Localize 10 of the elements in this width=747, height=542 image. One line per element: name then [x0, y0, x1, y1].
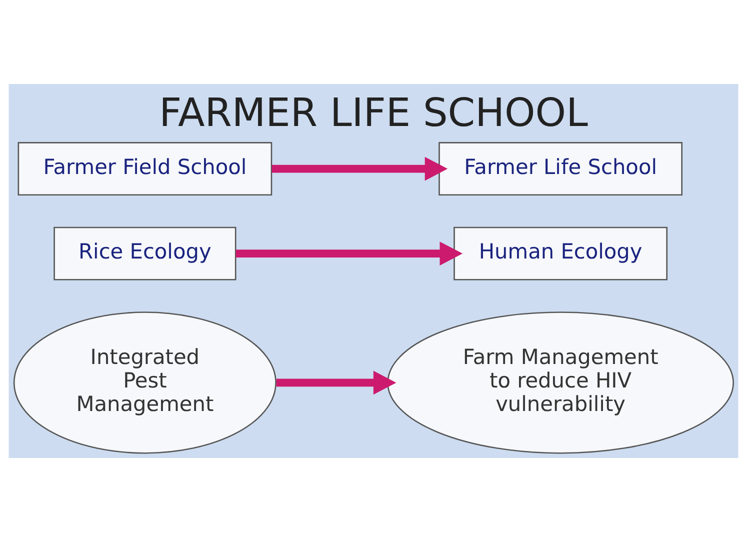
diagram-title: FARMER LIFE SCHOOL	[159, 90, 588, 136]
node-box: Rice Ecology	[54, 226, 236, 280]
arrow	[276, 370, 396, 395]
arrow	[272, 156, 448, 181]
node-box: Farmer Field School	[18, 142, 272, 196]
node-box: Farmer Life School	[438, 142, 682, 196]
node-ellipse: Farm Management to reduce HIV vulnerability	[387, 312, 734, 454]
node-box: Human Ecology	[454, 226, 668, 280]
node-ellipse: Integrated Pest Management	[13, 312, 276, 454]
arrow	[236, 242, 463, 266]
